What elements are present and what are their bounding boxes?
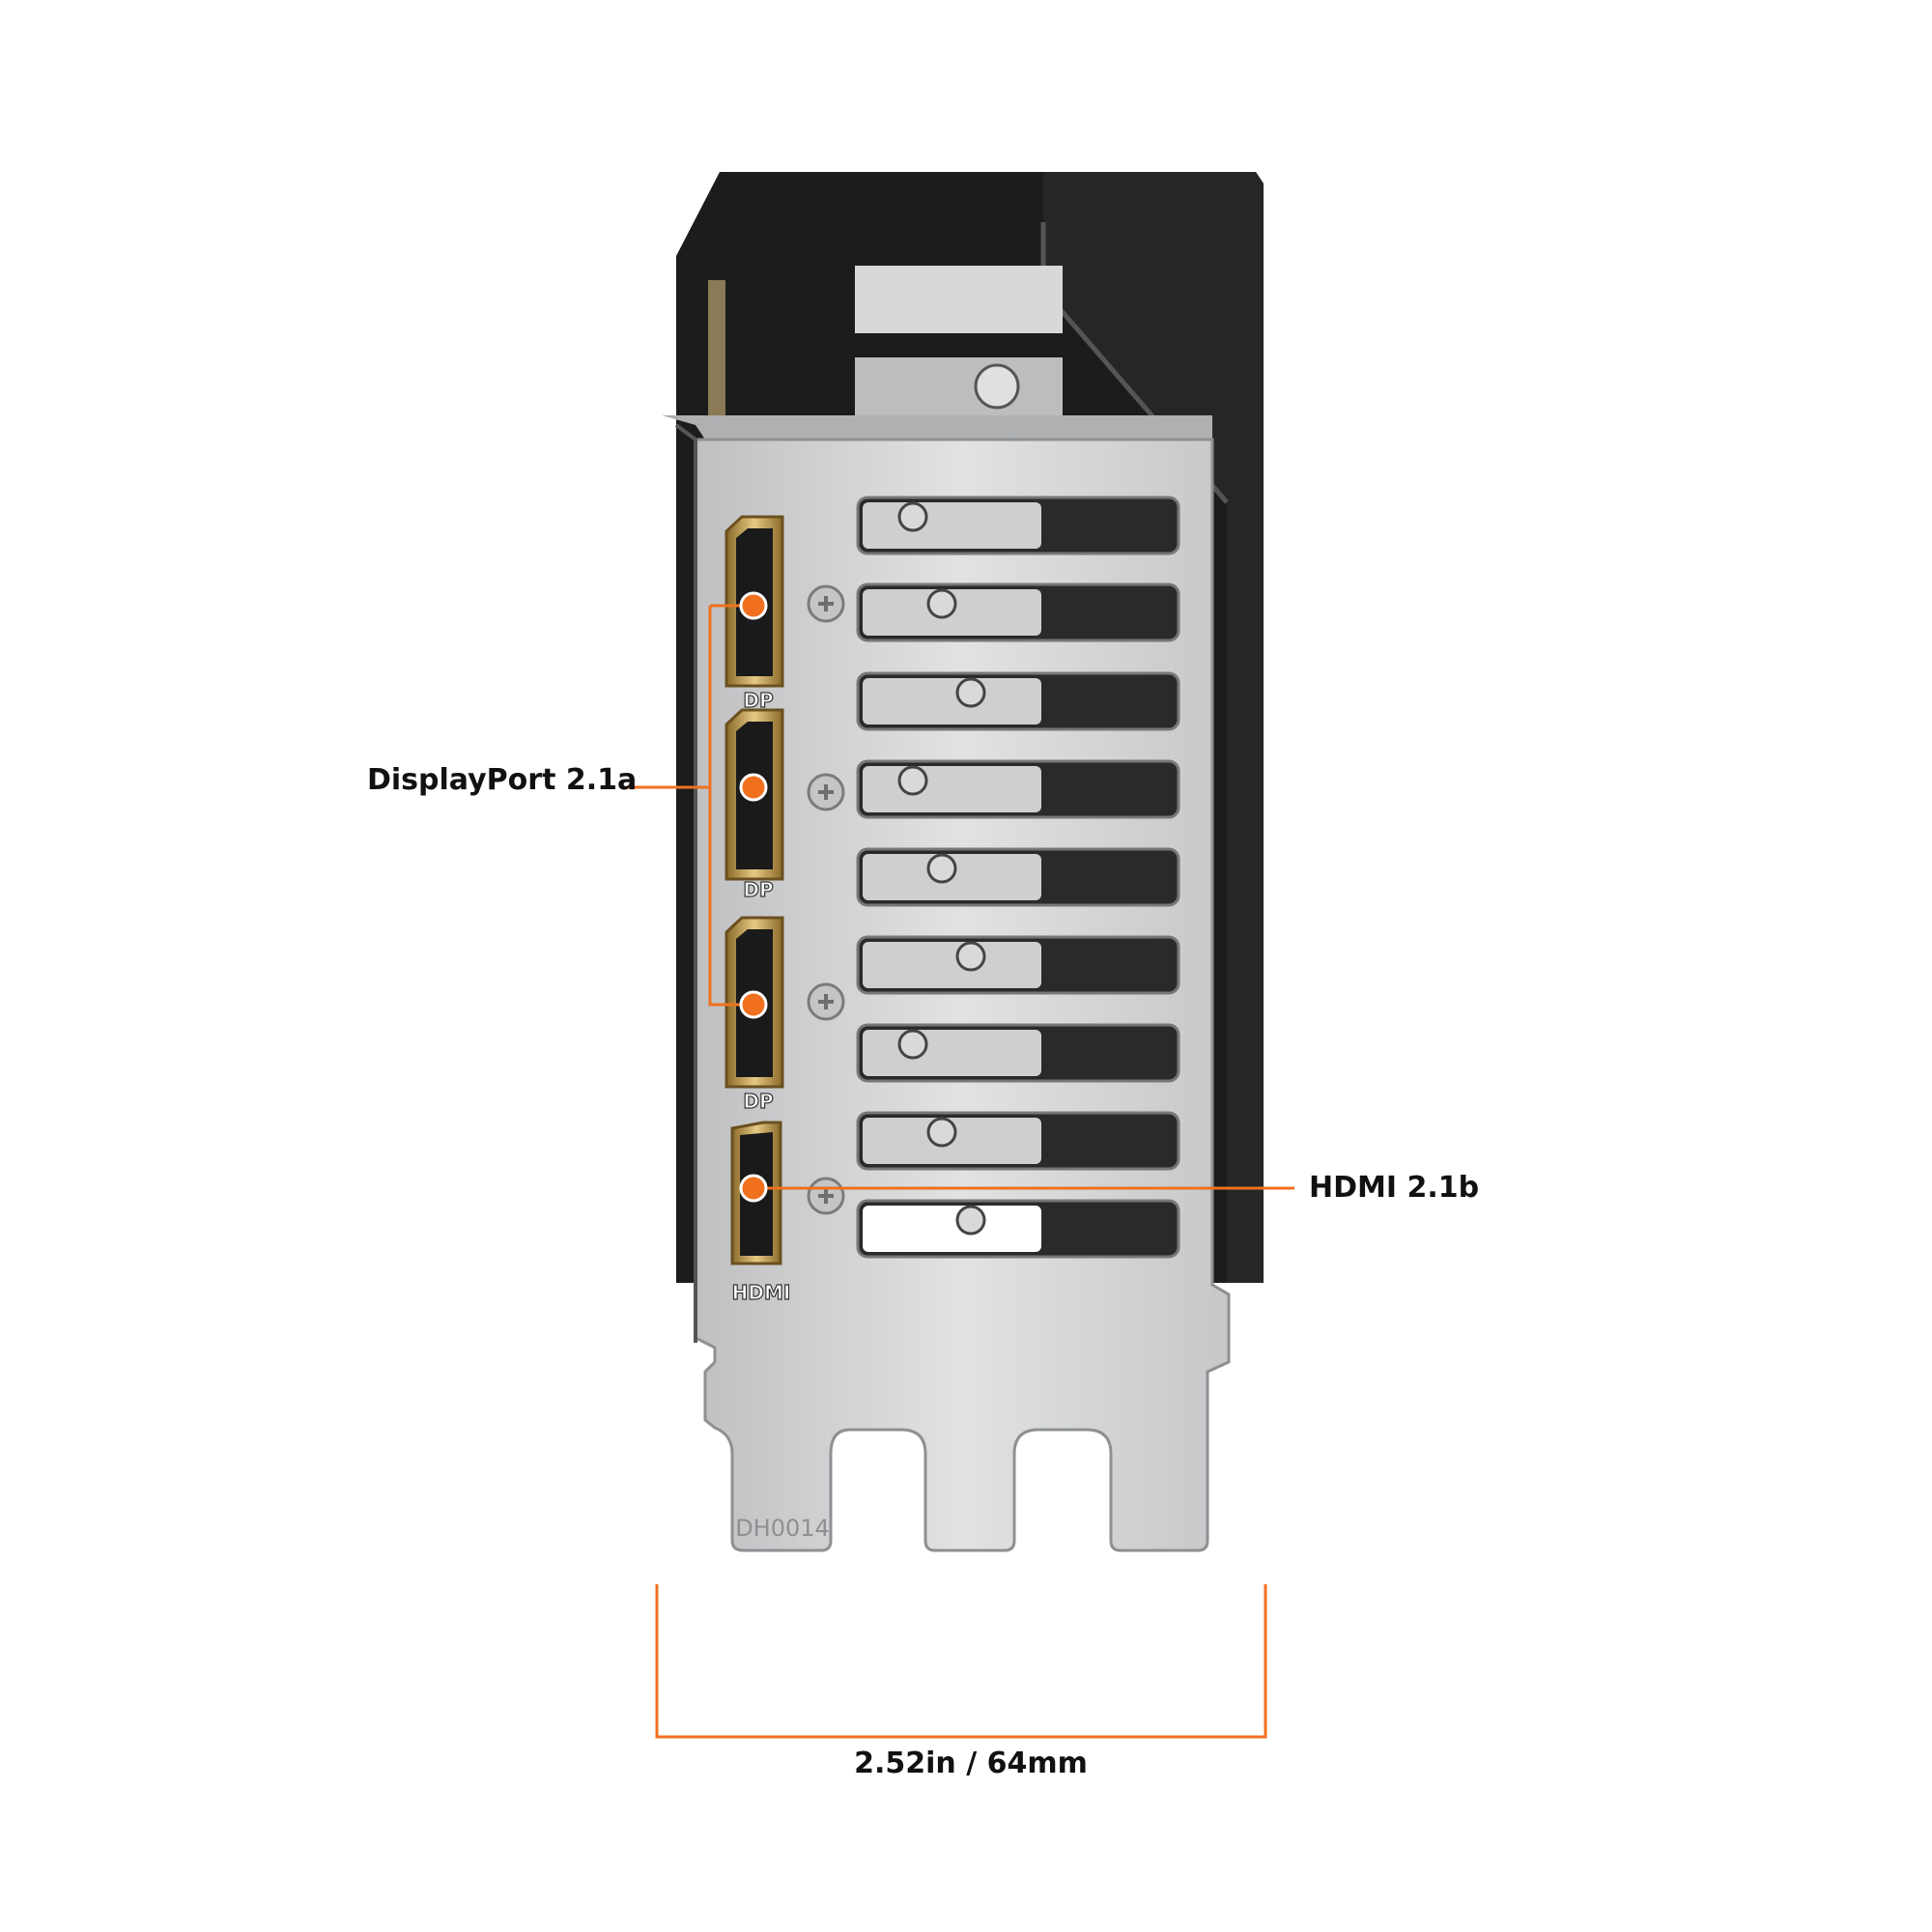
screw-icon: [807, 773, 845, 811]
displayport-callout-label: DisplayPort 2.1a: [367, 763, 638, 797]
dp-port-label: DP: [743, 1090, 773, 1113]
width-dimension-line: [655, 1584, 1267, 1739]
vent-slot: [856, 1199, 1180, 1259]
screw-icon: [807, 982, 845, 1021]
dp-port-label: DP: [743, 878, 773, 901]
bracket-screws: [807, 584, 845, 1215]
width-dimension-label: 2.52in / 64mm: [854, 1747, 1088, 1780]
screw-icon: [807, 1177, 845, 1215]
vent-slot: [856, 1111, 1180, 1171]
hdmi-port-label: HDMI: [732, 1281, 791, 1304]
vent-slot: [856, 935, 1180, 995]
vent-slot: [856, 759, 1180, 819]
vent-slot: [856, 582, 1180, 642]
bracket-vent-slots: [856, 496, 1180, 1259]
callout-lines: [626, 604, 1294, 1190]
screw-icon: [807, 584, 845, 623]
part-number-marking: DH0014: [735, 1515, 830, 1542]
hdmi-callout-label: HDMI 2.1b: [1309, 1171, 1480, 1205]
vent-slot: [856, 1023, 1180, 1083]
vent-slot: [856, 671, 1180, 731]
callout-dots: [739, 591, 768, 1203]
vent-slot: [856, 847, 1180, 907]
vent-slot: [856, 496, 1180, 555]
dp-port-label: DP: [743, 689, 773, 712]
